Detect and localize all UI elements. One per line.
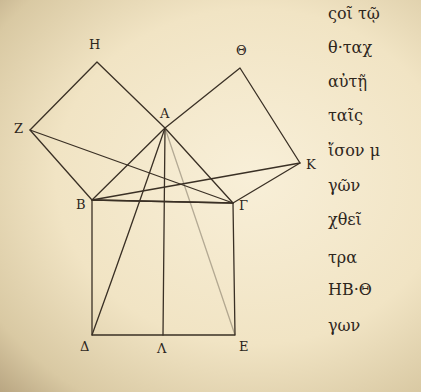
- point-label: Ζ: [14, 122, 23, 135]
- hypotenuse: [92, 200, 233, 203]
- manuscript-text: αὐτῇ: [328, 74, 367, 90]
- manuscript-text: ΗΒ·Θ: [328, 282, 372, 298]
- manuscript-text: ςοῖ τῷ: [328, 6, 380, 22]
- manuscript-text: ἴσον μ: [328, 143, 380, 159]
- point-label: Α: [160, 107, 169, 120]
- manuscript-text: γῶν: [328, 178, 360, 194]
- altitude-line: [163, 128, 165, 335]
- square-on-ab: [30, 62, 165, 200]
- point-label: Κ: [306, 158, 316, 171]
- point-label: Θ: [236, 44, 247, 57]
- manuscript-text: θ·ταχ: [328, 40, 372, 56]
- square-on-ag: [165, 68, 300, 203]
- point-label: Γ: [239, 199, 248, 212]
- point-label: Δ: [80, 340, 89, 353]
- point-label: Β: [76, 198, 86, 211]
- construction-line: [165, 128, 235, 335]
- construction-line: [92, 128, 165, 335]
- construction-line: [30, 130, 233, 203]
- point-label: Η: [89, 38, 100, 51]
- manuscript-text: ταῖς: [328, 108, 363, 124]
- manuscript-text: χθεῖ: [328, 212, 362, 228]
- point-label: Ε: [239, 340, 249, 353]
- manuscript-text: γων: [328, 318, 360, 334]
- construction-line: [92, 163, 300, 200]
- manuscript-text: τρα: [328, 250, 357, 266]
- point-label: Λ: [157, 342, 166, 355]
